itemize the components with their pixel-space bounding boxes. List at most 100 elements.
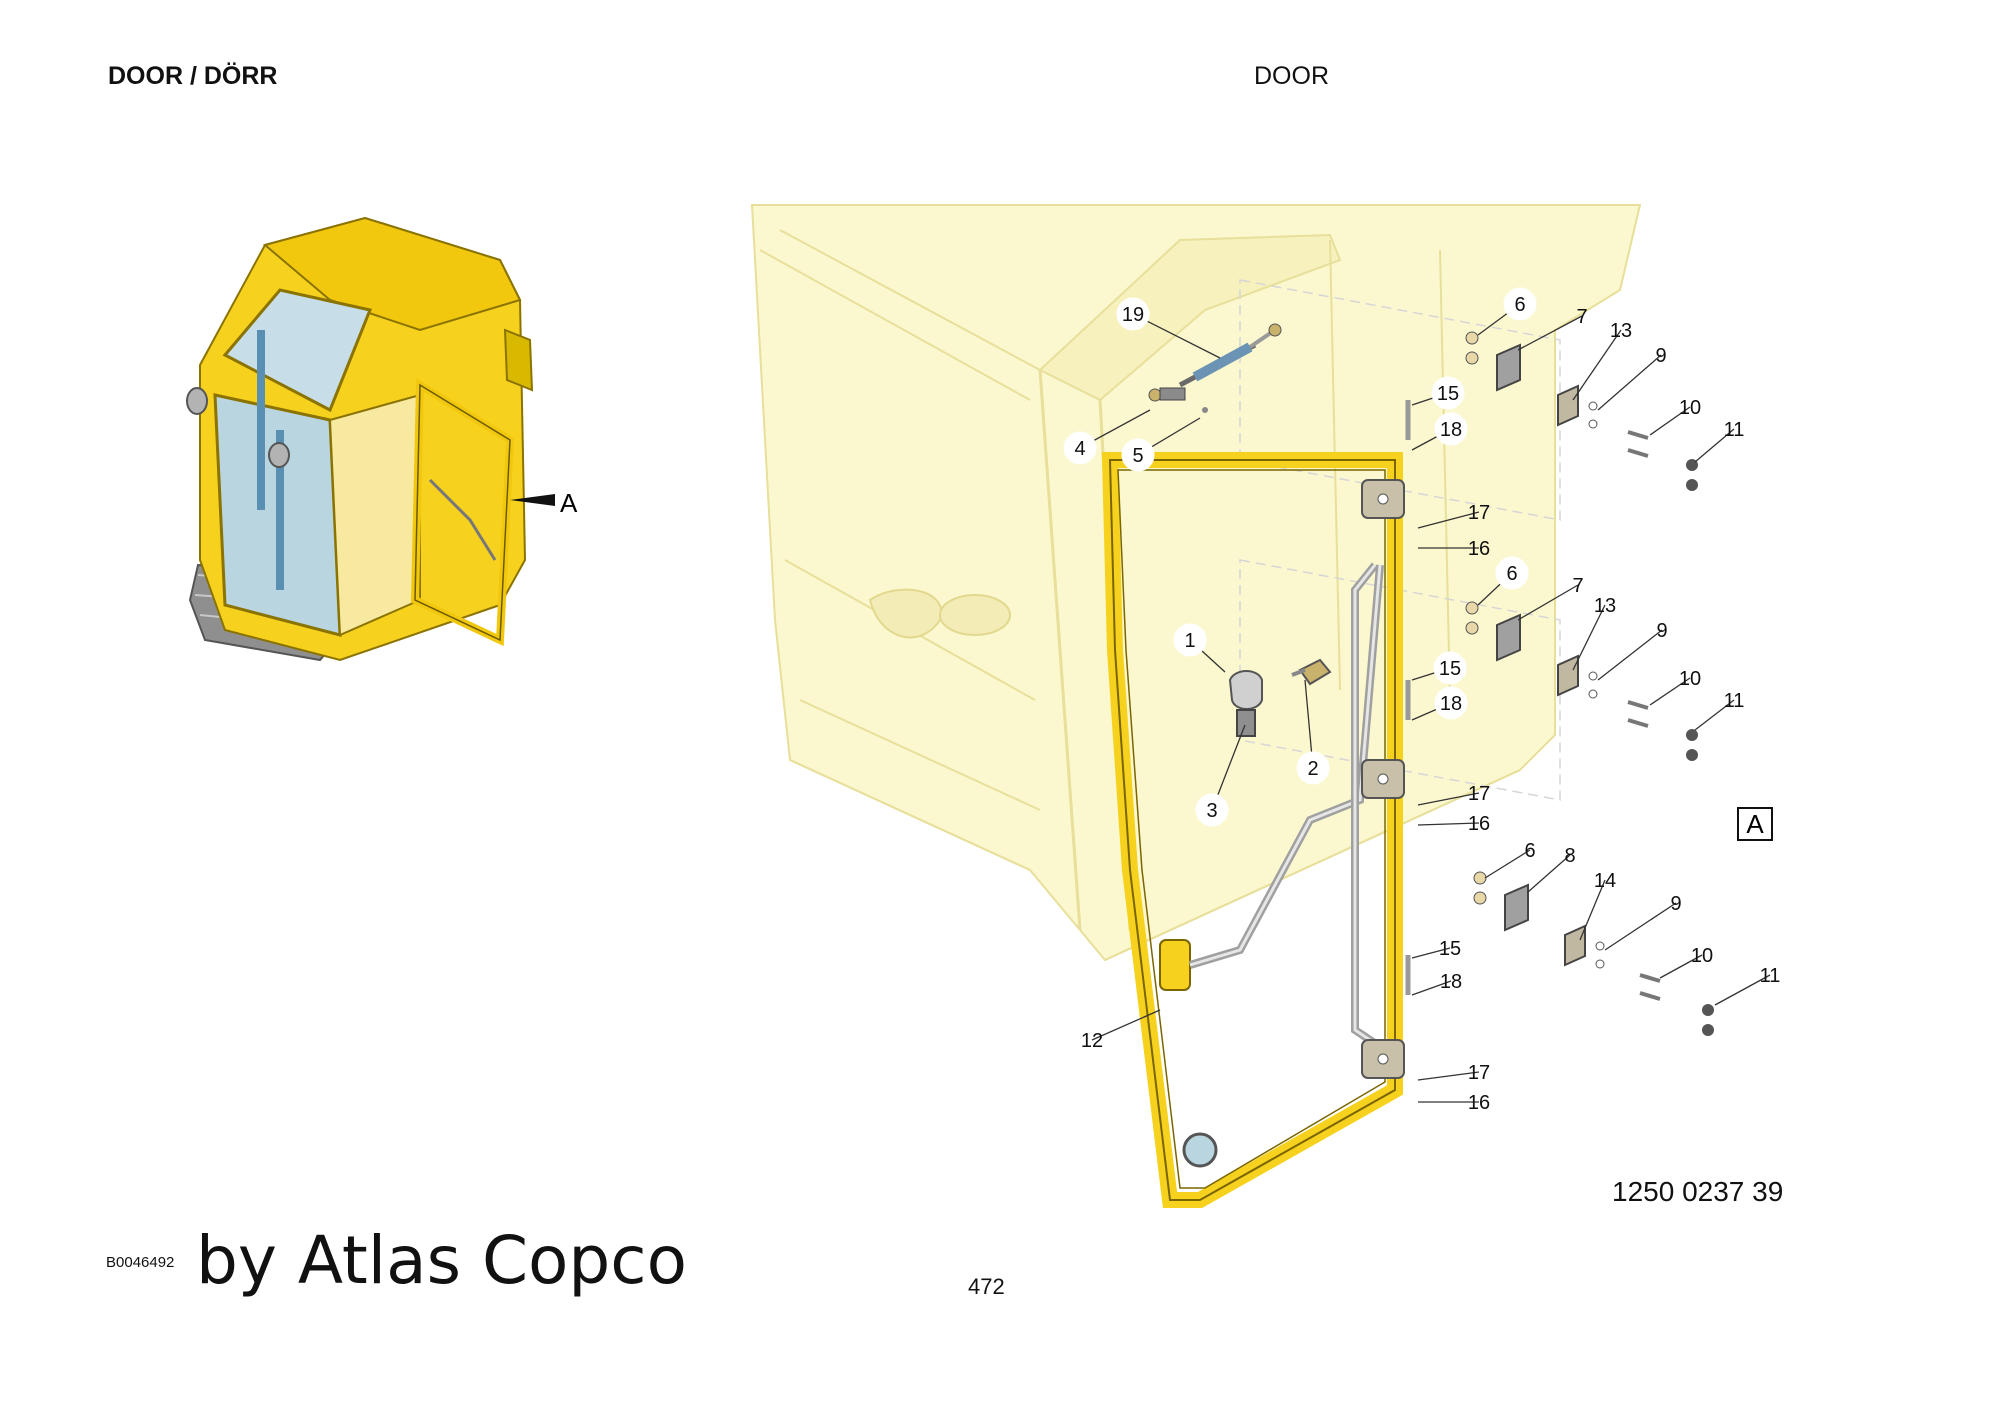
callout-leader — [1417, 792, 1480, 806]
page-number: 472 — [968, 1274, 1005, 1299]
callout-bubble — [1063, 431, 1097, 465]
callout-label: 4 — [1074, 438, 1085, 460]
callout-leader — [1527, 854, 1571, 893]
callout-17: 17 — [1417, 783, 1490, 806]
callout-11: 11 — [1694, 690, 1745, 731]
callout-label: 11 — [1724, 419, 1745, 441]
hinge-group-bottom — [1405, 871, 1714, 1036]
callout-label: 18 — [1440, 419, 1462, 441]
callout-label: 7 — [1572, 575, 1583, 597]
callout-label: 2 — [1307, 758, 1318, 780]
callout-label: 18 — [1440, 971, 1462, 993]
callout-18: 18 — [1411, 412, 1468, 451]
callout-leader — [1411, 947, 1451, 959]
callout-label: 6 — [1524, 840, 1535, 862]
callout-10: 10 — [1659, 945, 1713, 979]
callout-15: 15 — [1411, 651, 1467, 685]
callout-2: 2 — [1296, 679, 1330, 785]
callout-leader — [1484, 849, 1531, 879]
callout-label: 15 — [1439, 658, 1461, 680]
hinge-group-top — [1405, 331, 1698, 491]
callout-label: 17 — [1468, 783, 1490, 805]
callout-leader — [1572, 604, 1606, 671]
callout-17: 17 — [1417, 1062, 1490, 1084]
callout-leader — [1411, 980, 1452, 996]
callout-leader — [1597, 354, 1662, 411]
callout-leader — [1604, 902, 1677, 951]
callout-label: 12 — [1081, 1030, 1103, 1052]
callout-label: 11 — [1724, 690, 1745, 712]
page-title: DOOR / DÖRR — [108, 62, 278, 90]
callout-label: 16 — [1468, 1092, 1490, 1114]
illustration-part-number: 1250 0237 39 — [1612, 1176, 1784, 1207]
callout-leader — [1714, 974, 1771, 1006]
callout-12: 12 — [1081, 1009, 1161, 1052]
callout-leader — [1417, 822, 1480, 826]
callout-leader — [1694, 428, 1735, 463]
callout-leader — [1579, 879, 1606, 941]
callout-15: 15 — [1411, 938, 1461, 960]
callout-leader — [1417, 511, 1480, 529]
callout-leader — [1572, 329, 1622, 401]
callout-9: 9 — [1597, 345, 1667, 411]
callout-label: 6 — [1506, 563, 1517, 585]
callout-7: 7 — [1517, 575, 1584, 621]
callout-16: 16 — [1418, 1092, 1490, 1114]
callout-8: 8 — [1527, 845, 1576, 893]
callout-bubble — [1195, 793, 1229, 827]
document-code: B0046492 — [106, 1254, 175, 1271]
callout-leader — [1517, 315, 1583, 351]
view-marker-a: A — [1746, 809, 1764, 839]
callout-leader — [1694, 699, 1735, 731]
callout-bubble — [1434, 686, 1468, 720]
callout-leader — [1517, 584, 1579, 621]
callout-label: 9 — [1670, 893, 1681, 915]
callout-16: 16 — [1418, 538, 1490, 560]
callout-label: 5 — [1132, 445, 1143, 467]
callout-9: 9 — [1597, 620, 1668, 681]
callout-bubble — [1296, 751, 1330, 785]
callout-label: 15 — [1437, 383, 1459, 405]
callout-label: 9 — [1656, 620, 1667, 642]
callout-4: 4 — [1063, 409, 1151, 465]
callout-label: 11 — [1760, 965, 1781, 987]
callout-label: 17 — [1468, 1062, 1490, 1084]
callout-bubble — [1503, 287, 1537, 321]
callout-10: 10 — [1649, 397, 1701, 436]
callout-label: 3 — [1206, 800, 1217, 822]
callout-label: 7 — [1576, 306, 1587, 328]
callout-3: 3 — [1195, 724, 1246, 827]
callout-bubble — [1173, 623, 1207, 657]
callout-18: 18 — [1411, 686, 1468, 721]
door-catch — [1228, 658, 1332, 737]
callout-bubble — [1433, 651, 1467, 685]
callout-leader — [1597, 629, 1663, 681]
callout-bubble — [1431, 376, 1465, 410]
callout-label: 18 — [1440, 693, 1462, 715]
callout-leader — [1091, 1009, 1161, 1041]
callout-18: 18 — [1411, 971, 1462, 996]
callout-bubble — [1495, 556, 1529, 590]
section-title: DOOR — [1254, 62, 1329, 90]
callout-label: 17 — [1468, 502, 1490, 524]
callout-14: 14 — [1579, 870, 1616, 941]
callout-label: 13 — [1594, 595, 1616, 617]
cab-overview-illustration — [186, 216, 555, 662]
callout-bubble — [1121, 438, 1155, 472]
brand-watermark: by Atlas Copco — [196, 1222, 687, 1299]
callout-6: 6 — [1477, 556, 1529, 606]
callout-label: 16 — [1468, 538, 1490, 560]
callout-label: 8 — [1564, 845, 1575, 867]
callout-leader — [1649, 677, 1691, 706]
callout-13: 13 — [1572, 595, 1616, 671]
callout-10: 10 — [1649, 668, 1701, 706]
callout-15: 15 — [1411, 376, 1465, 410]
callout-5: 5 — [1121, 417, 1201, 472]
callout-bubble — [1116, 297, 1150, 331]
callout-label: 9 — [1655, 345, 1666, 367]
callout-11: 11 — [1714, 965, 1781, 1006]
callout-label: 16 — [1468, 813, 1490, 835]
callout-6: 6 — [1477, 287, 1537, 336]
